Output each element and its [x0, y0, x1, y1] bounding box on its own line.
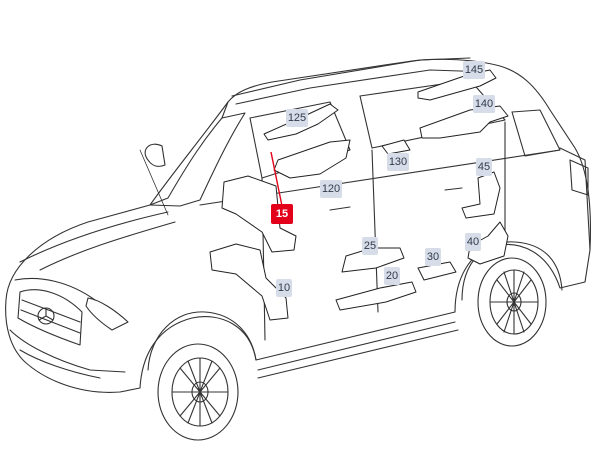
part-20-floor-side-member: [335, 281, 417, 311]
hood-front: [14, 277, 96, 301]
front-grille: [17, 289, 83, 346]
callout-label: 30: [426, 251, 440, 263]
rear-side-window: [359, 79, 506, 149]
callout-label: 130: [388, 156, 408, 168]
door-handle-rear: [444, 187, 463, 191]
rear-door-line: [371, 149, 379, 313]
callout-label: 120: [321, 183, 341, 195]
rear-wheel-arch: [461, 241, 563, 301]
tail-light: [569, 159, 589, 196]
callout-label: 25: [363, 240, 377, 252]
callout-40[interactable]: 40: [465, 233, 481, 251]
part-130-bracket: [381, 139, 411, 155]
side-sill: [257, 321, 456, 371]
callout-label: 10: [277, 282, 291, 294]
side-mirror: [144, 143, 166, 167]
headlight: [85, 297, 129, 331]
callout-label: 125: [287, 112, 307, 124]
callout-145[interactable]: 145: [463, 61, 485, 79]
part-10-a-pillar-lower: [209, 243, 289, 321]
door-handle-front: [329, 206, 351, 211]
part-120-roof-crossmember: [273, 139, 351, 179]
callout-label: 15: [275, 208, 289, 220]
front-wheel: [157, 343, 239, 441]
tailgate: [559, 147, 591, 251]
callout-label: 140: [474, 98, 494, 110]
front-wheel-arch: [147, 311, 257, 371]
rear-wheel: [477, 257, 547, 347]
roof-rail: [231, 57, 471, 97]
callout-125[interactable]: 125: [286, 109, 308, 127]
part-45-c-pillar-inner: [461, 171, 501, 219]
callout-label: 45: [477, 161, 491, 173]
front-bumper: [9, 329, 126, 373]
callout-30[interactable]: 30: [425, 248, 441, 266]
callout-10[interactable]: 10: [276, 279, 292, 297]
callout-label: 20: [385, 270, 399, 282]
hood-crease: [39, 221, 176, 271]
callout-15-selected[interactable]: 15: [271, 204, 293, 224]
windshield: [149, 112, 246, 207]
a-pillar: [221, 101, 229, 119]
front-side-window: [249, 101, 351, 179]
callout-120[interactable]: 120: [320, 180, 342, 198]
callout-45[interactable]: 45: [476, 158, 492, 176]
part-15-b-pillar-reinforcement: [221, 175, 297, 253]
callout-label: 40: [466, 236, 480, 248]
callout-25[interactable]: 25: [362, 237, 378, 255]
callout-20[interactable]: 20: [384, 267, 400, 285]
roof-rail-inner: [235, 69, 491, 105]
part-40-wheelhouse-rear: [467, 221, 509, 265]
callout-140[interactable]: 140: [473, 95, 495, 113]
callout-130[interactable]: 130: [387, 153, 409, 171]
selected-leader-line: [270, 151, 283, 207]
hood-line: [19, 211, 169, 263]
quarter-window: [511, 109, 561, 157]
callout-label: 145: [464, 64, 484, 76]
